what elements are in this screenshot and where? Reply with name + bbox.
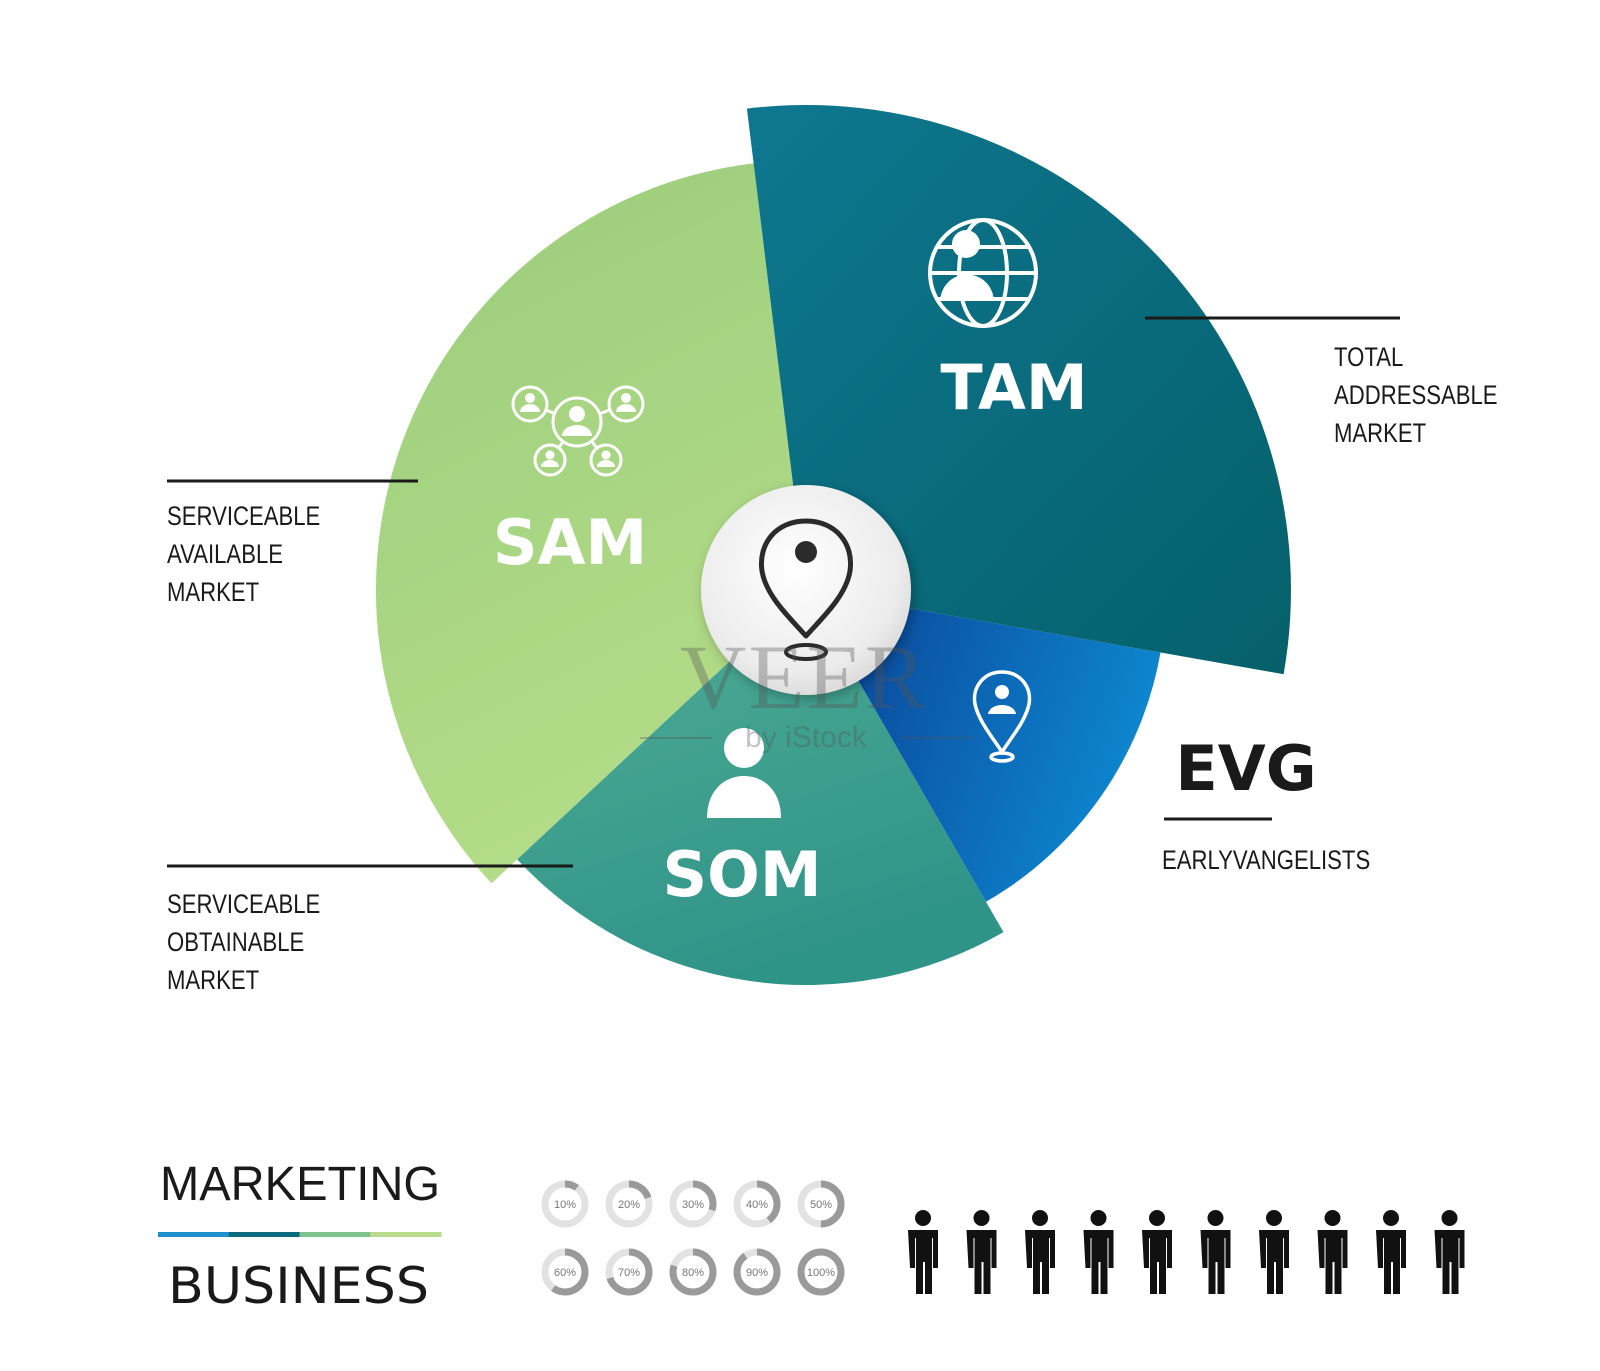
progress-ring-fill [797,1248,845,1296]
progress-ring-fill [733,1180,781,1228]
stripe-segment [299,1232,371,1237]
progress-ring: 50% [797,1180,845,1228]
progress-ring-fill [541,1180,589,1228]
evg-abbr: EVG [1175,732,1316,805]
progress-ring: 70% [605,1248,653,1296]
progress-ring: 40% [733,1180,781,1228]
progress-ring: 30% [669,1180,717,1228]
footer-title-bottom: BUSINESS [168,1257,429,1315]
tam-description: TOTAL ADDRESSABLE MARKET [1334,343,1504,449]
person-figure-icon [1317,1210,1348,1294]
progress-ring-label: 100% [807,1267,835,1279]
sam-abbr: SAM [493,506,647,579]
tam-abbr: TAM [940,351,1087,424]
progress-ring-label: 70% [618,1267,640,1279]
person-figure-icon [1434,1210,1465,1294]
sam-wedge [375,163,806,884]
footer-color-stripe [158,1232,442,1237]
person-figure-icon [1083,1210,1114,1294]
location-person-icon [972,670,1032,763]
progress-ring-fill [797,1180,845,1228]
person-icon [707,728,781,818]
progress-ring: 100% [797,1248,845,1296]
person-figure-icon [1025,1210,1055,1294]
progress-ring: 80% [669,1248,717,1296]
progress-ring-label: 80% [682,1267,704,1279]
progress-ring-label: 20% [618,1199,640,1211]
stripe-segment [228,1232,301,1237]
progress-ring-label: 90% [746,1267,768,1279]
progress-rings: 10% 20% 30% 40% 50% 60% 70% 80% 90% 100% [541,1180,845,1296]
progress-ring-fill [541,1248,589,1296]
people-row [908,1210,1465,1294]
watermark-main: VEER [680,626,928,728]
map-pin-icon [758,518,854,661]
progress-ring-fill [605,1180,653,1228]
progress-ring-fill [733,1248,781,1296]
progress-ring: 60% [541,1248,589,1296]
center-badge [701,485,911,695]
person-figure-icon [1200,1210,1231,1294]
som-group: SOM [662,728,822,911]
som-abbr: SOM [662,838,821,911]
footer-title-top: MARKETING [160,1158,440,1211]
watermark-sub: by iStock [745,721,868,754]
som-description: SERVICEABLE OBTAINABLE MARKET [167,890,326,996]
person-figure-icon [908,1210,938,1294]
person-figure-icon [1259,1210,1289,1294]
person-figure-icon [1376,1210,1406,1294]
progress-ring-fill [669,1180,717,1228]
evg-description: EARLYVANGELISTS [1162,846,1370,876]
watermark: VEER by iStock [640,626,974,754]
stripe-segment [158,1232,230,1237]
sam-group: SAM [493,385,647,579]
evg-wedge [806,590,1161,902]
progress-ring-fill [669,1248,717,1296]
progress-ring-label: 30% [682,1199,704,1211]
person-figure-icon [1142,1210,1172,1294]
globe-people-icon [928,218,1038,328]
progress-ring-fill [605,1248,653,1296]
progress-ring: 20% [605,1180,653,1228]
network-people-icon [511,385,645,477]
progress-ring: 90% [733,1248,781,1296]
footer-title: MARKETING BUSINESS [158,1158,442,1315]
progress-ring-label: 40% [746,1199,768,1211]
progress-ring-label: 60% [554,1267,576,1279]
callout-lines [167,316,1400,868]
sam-description: SERVICEABLE AVAILABLE MARKET [167,502,326,608]
person-figure-icon [966,1210,997,1294]
stripe-segment [370,1232,442,1237]
tam-group: TAM [928,218,1088,424]
progress-ring-label: 10% [554,1199,576,1211]
progress-ring: 10% [541,1180,589,1228]
progress-ring-label: 50% [810,1199,832,1211]
